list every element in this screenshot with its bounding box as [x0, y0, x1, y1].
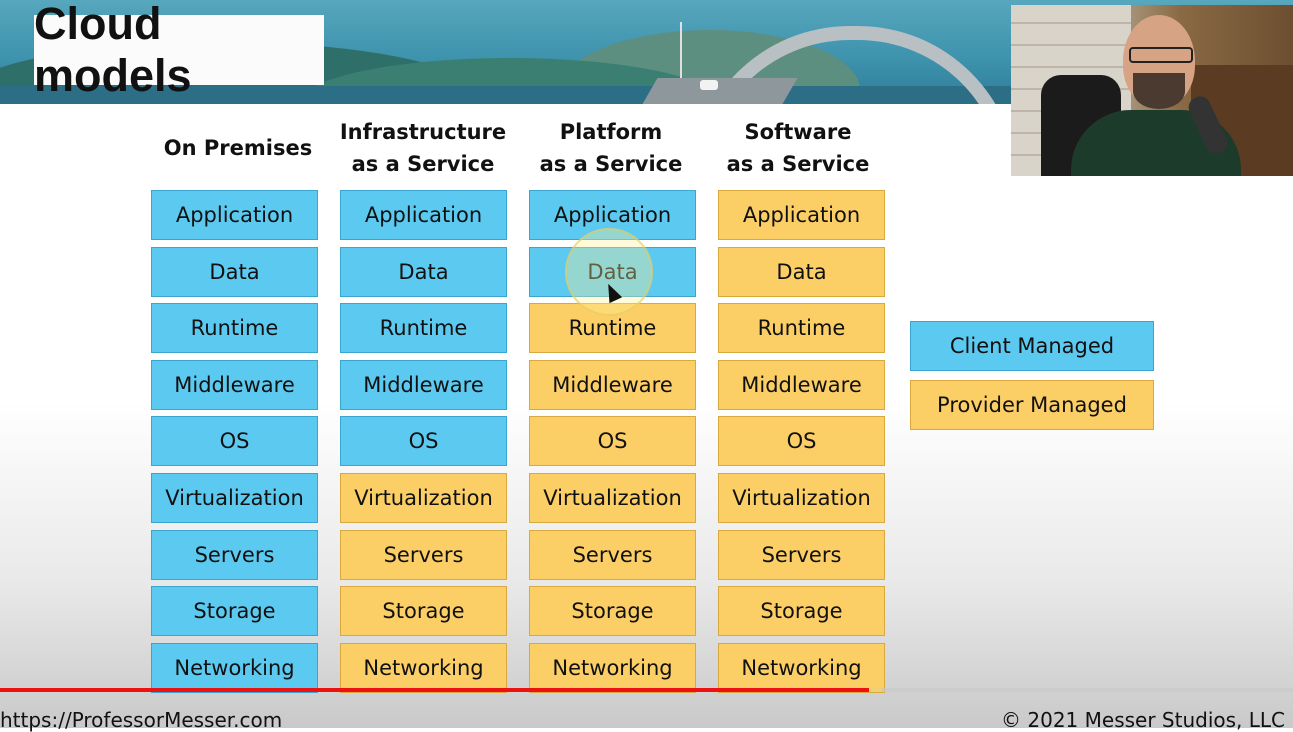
- slide-title-box: Cloud models: [34, 0, 324, 101]
- cell-data: Data: [151, 246, 318, 297]
- cell-runtime: Runtime: [340, 303, 507, 354]
- cell-virtualization: Virtualization: [718, 473, 885, 523]
- cell-storage: Storage: [529, 586, 696, 637]
- legend-provider-managed: Provider Managed: [910, 380, 1154, 430]
- banner-flag-pole: [680, 22, 682, 92]
- cell-runtime: Runtime: [718, 303, 885, 354]
- banner-road: [642, 78, 798, 104]
- video-progress-played: [0, 688, 869, 692]
- cell-data: Data: [718, 246, 885, 297]
- cell-middleware: Middleware: [340, 359, 507, 410]
- cell-virtualization: Virtualization: [529, 473, 696, 523]
- cell-storage: Storage: [340, 586, 507, 637]
- cell-os: OS: [529, 416, 696, 467]
- presenter-glasses: [1129, 47, 1193, 63]
- cell-middleware: Middleware: [718, 359, 885, 410]
- footer-url: https://ProfessorMesser.com: [0, 708, 283, 732]
- presenter-webcam: [1011, 5, 1293, 176]
- cell-servers: Servers: [529, 529, 696, 580]
- column-header-paas: Platform as a Service: [539, 120, 683, 176]
- cell-storage: Storage: [151, 586, 318, 637]
- cell-application: Application: [718, 190, 885, 240]
- column-header-on-premises: On Premises: [163, 136, 313, 160]
- cell-os: OS: [151, 416, 318, 467]
- cell-os: OS: [340, 416, 507, 467]
- legend-client-managed: Client Managed: [910, 321, 1154, 371]
- slide-title: Cloud models: [34, 0, 192, 101]
- cell-servers: Servers: [151, 529, 318, 580]
- video-progress-buffered: [868, 688, 881, 692]
- cell-storage: Storage: [718, 586, 885, 637]
- column-header-saas: Software as a Service: [726, 120, 870, 176]
- banner-car: [700, 80, 718, 90]
- video-progress-bar[interactable]: [0, 688, 1293, 692]
- cell-application: Application: [151, 190, 318, 240]
- cell-servers: Servers: [340, 529, 507, 580]
- cell-os: OS: [718, 416, 885, 467]
- cell-virtualization: Virtualization: [151, 473, 318, 523]
- cell-data: Data: [340, 246, 507, 297]
- cell-networking: Networking: [529, 642, 696, 693]
- cell-networking: Networking: [718, 642, 885, 693]
- column-header-iaas: Infrastructure as a Service: [339, 120, 507, 176]
- cell-networking: Networking: [340, 642, 507, 693]
- cell-middleware: Middleware: [151, 359, 318, 410]
- cell-application: Application: [340, 190, 507, 240]
- presenter-beard: [1133, 73, 1185, 109]
- cell-servers: Servers: [718, 529, 885, 580]
- cell-virtualization: Virtualization: [340, 473, 507, 523]
- cell-networking: Networking: [151, 642, 318, 693]
- footer-copyright: © 2021 Messer Studios, LLC: [1001, 708, 1285, 732]
- cell-middleware: Middleware: [529, 359, 696, 410]
- cell-runtime: Runtime: [151, 303, 318, 354]
- cursor-highlight-ring: [565, 228, 653, 316]
